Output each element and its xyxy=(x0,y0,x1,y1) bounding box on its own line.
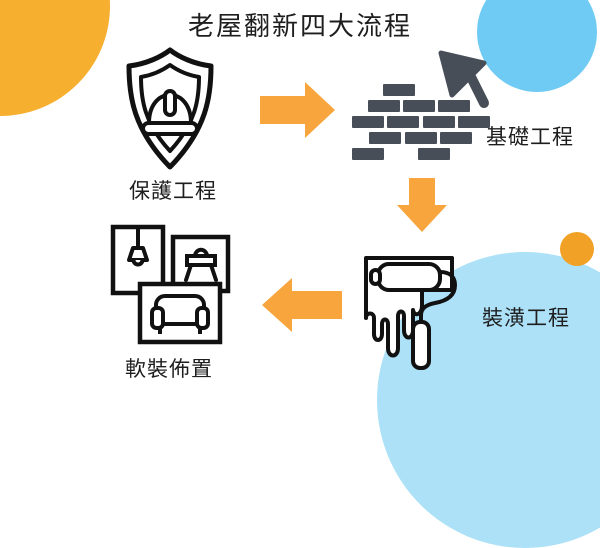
step-label-soft-furnishing: 軟裝佈置 xyxy=(125,358,213,381)
decorative-blue-circle-top-right xyxy=(477,0,597,92)
decorative-orange-dot xyxy=(560,232,594,266)
step-label-foundation: 基礎工程 xyxy=(486,126,574,149)
furniture-icon xyxy=(110,224,231,345)
step-label-decoration: 裝潢工程 xyxy=(482,307,570,330)
flow-arrow-down-icon xyxy=(397,178,447,232)
flow-arrow-left-icon xyxy=(262,278,342,332)
brick-wall-icon xyxy=(350,82,495,162)
shield-hardhat-icon xyxy=(126,47,214,170)
paint-roller-icon xyxy=(364,256,458,370)
flow-arrow-right-icon xyxy=(260,82,335,138)
page-title: 老屋翻新四大流程 xyxy=(187,11,412,41)
trowel-icon xyxy=(438,50,489,108)
step-label-protection: 保護工程 xyxy=(129,180,217,203)
